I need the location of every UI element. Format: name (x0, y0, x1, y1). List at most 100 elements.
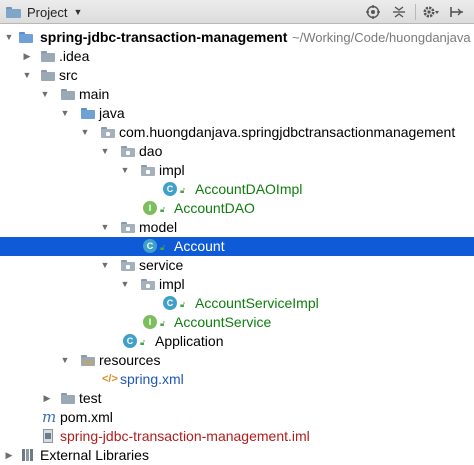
collapse-all-icon[interactable] (388, 2, 410, 22)
libraries-icon (20, 448, 36, 463)
tree-row-pom-xml[interactable]: m pom.xml (0, 408, 474, 427)
interface-icon: I (142, 201, 158, 216)
dao-package-label: dao (139, 143, 163, 159)
chevron-down-icon[interactable]: ▼ (73, 7, 83, 17)
tree-row-service-impl[interactable]: ▼ impl (0, 275, 474, 294)
folder-icon (60, 391, 76, 406)
class-icon: C (122, 334, 138, 349)
toolbar-separator (415, 4, 416, 20)
expanded-arrow-icon[interactable]: ▼ (100, 222, 110, 232)
expanded-arrow-icon[interactable]: ▼ (60, 355, 70, 365)
class-icon: C (162, 182, 178, 197)
package-icon (140, 163, 156, 178)
application-label: Application (155, 333, 224, 349)
tree-row-package[interactable]: ▼ com.huongdanjava.springjdbctransaction… (0, 123, 474, 142)
tree-row-java[interactable]: ▼ java (0, 104, 474, 123)
lock-icon: 🔓︎ (180, 300, 186, 309)
tree-row-account-dao-impl[interactable]: C 🔓︎ AccountDAOImpl (0, 180, 474, 199)
tree-row-model[interactable]: ▼ model (0, 218, 474, 237)
expanded-arrow-icon[interactable]: ▼ (80, 127, 90, 137)
tree-row-resources[interactable]: ▼ resources (0, 351, 474, 370)
external-libraries-label: External Libraries (40, 447, 149, 463)
account-service-impl-label: AccountServiceImpl (195, 295, 319, 311)
test-folder-label: test (79, 390, 102, 406)
tree-row-idea[interactable]: ▶ .idea (0, 47, 474, 66)
account-dao-label: AccountDAO (174, 200, 255, 216)
pom-xml-label: pom.xml (60, 409, 113, 425)
main-folder-label: main (79, 86, 110, 102)
collapsed-arrow-icon[interactable]: ▶ (43, 393, 51, 403)
module-file-icon (40, 429, 56, 444)
project-view-title: Project (27, 4, 68, 20)
expanded-arrow-icon[interactable]: ▼ (120, 279, 130, 289)
module-folder-icon (18, 30, 34, 45)
lock-icon: 🔓︎ (180, 186, 186, 195)
hide-icon[interactable] (446, 2, 468, 22)
expanded-arrow-icon[interactable]: ▼ (4, 32, 14, 42)
tree-row-account-service-impl[interactable]: C 🔓︎ AccountServiceImpl (0, 294, 474, 313)
package-icon (100, 125, 116, 140)
tree-row-project-root[interactable]: ▼ spring-jdbc-transaction-management ~/W… (0, 28, 474, 47)
collapsed-arrow-icon[interactable]: ▶ (23, 51, 31, 61)
project-toolbar: Project ▼ (0, 0, 474, 24)
tree-row-account[interactable]: C 🔓︎ Account (0, 237, 474, 256)
lock-icon: 🔓︎ (160, 319, 166, 328)
lock-icon: 🔓︎ (160, 205, 166, 214)
interface-icon: I (142, 315, 158, 330)
expanded-arrow-icon[interactable]: ▼ (40, 89, 50, 99)
package-icon (140, 277, 156, 292)
folder-icon (60, 87, 76, 102)
tree-row-application[interactable]: C 🔓︎ Application (0, 332, 474, 351)
target-icon[interactable] (362, 2, 384, 22)
package-icon (120, 258, 136, 273)
collapsed-arrow-icon[interactable]: ▶ (5, 450, 13, 460)
expanded-arrow-icon[interactable]: ▼ (100, 260, 110, 270)
model-package-label: model (139, 219, 178, 235)
gear-icon[interactable] (420, 2, 442, 22)
lock-icon: 🔓︎ (160, 243, 166, 252)
resources-folder-label: resources (99, 352, 161, 368)
tree-row-dao[interactable]: ▼ dao (0, 142, 474, 161)
package-label: com.huongdanjava.springjdbctransactionma… (119, 124, 456, 140)
lock-icon: 🔓︎ (140, 338, 146, 347)
tree-row-main[interactable]: ▼ main (0, 85, 474, 104)
expanded-arrow-icon[interactable]: ▼ (120, 165, 130, 175)
spring-xml-label: spring.xml (120, 371, 184, 387)
class-icon: C (162, 296, 178, 311)
project-view-selector[interactable]: Project ▼ (6, 3, 82, 21)
folder-icon (40, 49, 56, 64)
expanded-arrow-icon[interactable]: ▼ (100, 146, 110, 156)
service-impl-package-label: impl (159, 276, 185, 292)
source-folder-icon (80, 106, 96, 121)
package-icon (120, 220, 136, 235)
java-folder-label: java (99, 105, 125, 121)
project-root-label: spring-jdbc-transaction-management (40, 29, 288, 45)
project-folder-icon (6, 6, 21, 18)
tree-row-external-libraries[interactable]: ▶ External Libraries (0, 446, 474, 465)
project-root-path: ~/Working/Code/huongdanjava (292, 30, 471, 45)
account-service-label: AccountService (174, 314, 272, 330)
idea-folder-label: .idea (59, 48, 90, 64)
tree-row-service[interactable]: ▼ service (0, 256, 474, 275)
tree-row-dao-impl[interactable]: ▼ impl (0, 161, 474, 180)
package-icon (120, 144, 136, 159)
maven-icon: m (42, 408, 57, 426)
expanded-arrow-icon[interactable]: ▼ (60, 108, 70, 118)
expanded-arrow-icon[interactable]: ▼ (22, 70, 32, 80)
folder-icon (40, 68, 56, 83)
iml-file-label: spring-jdbc-transaction-management.iml (60, 428, 310, 444)
account-dao-impl-label: AccountDAOImpl (195, 181, 303, 197)
dao-impl-package-label: impl (159, 162, 185, 178)
tree-row-test[interactable]: ▶ test (0, 389, 474, 408)
account-label: Account (174, 238, 225, 254)
tree-row-spring-xml[interactable]: </> spring.xml (0, 370, 474, 389)
xml-file-icon: </> (102, 373, 118, 385)
resources-folder-icon (80, 353, 96, 368)
service-package-label: service (139, 257, 184, 273)
src-folder-label: src (59, 67, 78, 83)
tree-row-account-dao[interactable]: I 🔓︎ AccountDAO (0, 199, 474, 218)
tree-row-src[interactable]: ▼ src (0, 66, 474, 85)
class-icon: C (142, 239, 158, 254)
tree-row-iml[interactable]: spring-jdbc-transaction-management.iml (0, 427, 474, 446)
tree-row-account-service[interactable]: I 🔓︎ AccountService (0, 313, 474, 332)
